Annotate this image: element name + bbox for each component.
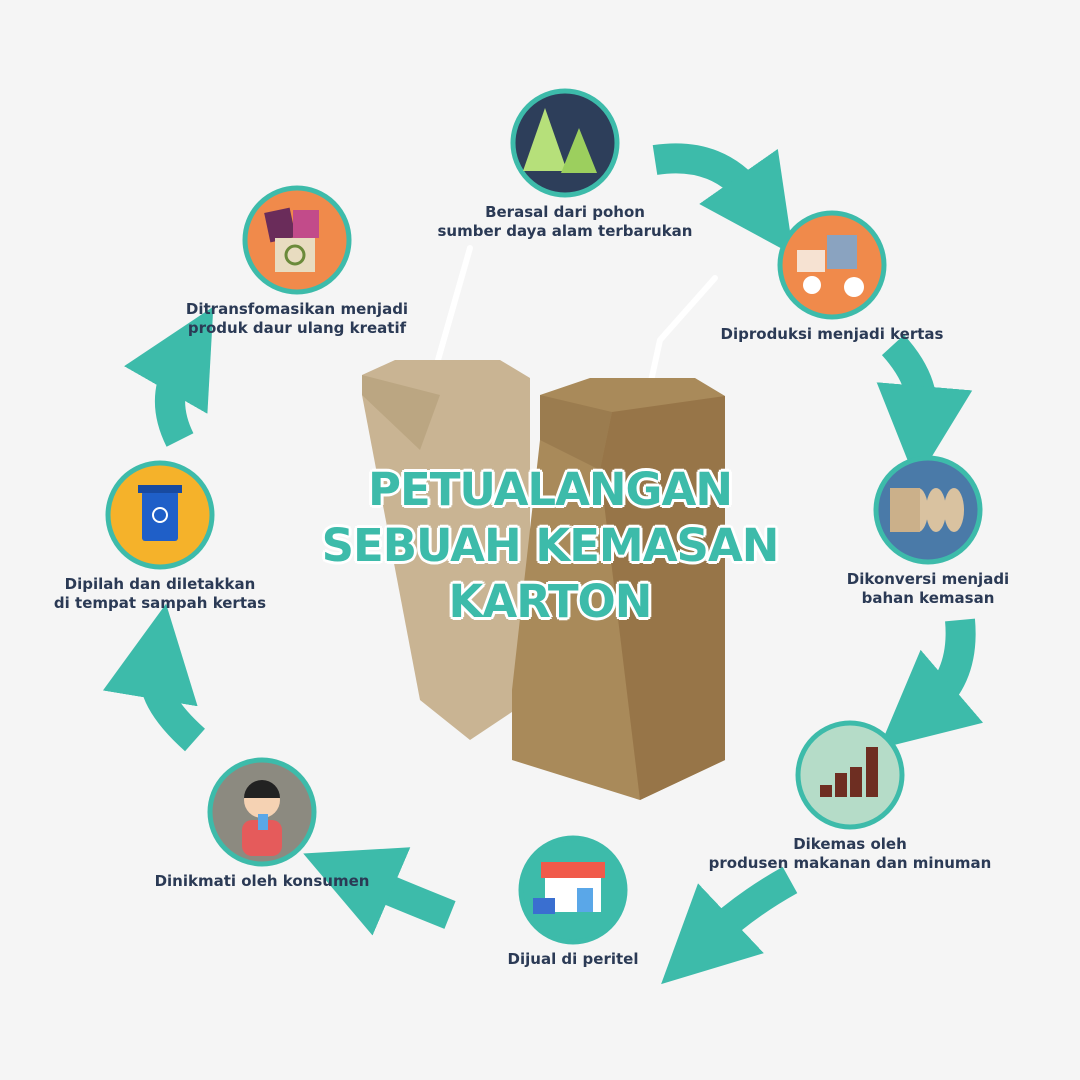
step-label: Diproduksi menjadi kertas — [682, 325, 982, 344]
page-title: PETUALANGAN SEBUAH KEMASAN KARTON — [290, 462, 810, 630]
step-1 — [510, 88, 620, 198]
step-label-line: Dikemas oleh — [793, 835, 907, 853]
step-label-line: produk daur ulang kreatif — [187, 319, 407, 337]
title-line-3: KARTON — [448, 575, 653, 628]
paper-rolls-icon — [890, 488, 964, 532]
title-line-2: SEBUAH KEMASAN — [321, 519, 780, 572]
step-4 — [795, 720, 905, 830]
cycle-arrow-icon — [303, 847, 456, 936]
step-circle — [510, 88, 620, 198]
recycling-bin-icon — [138, 485, 182, 541]
step-label-line: Dijual di peritel — [507, 950, 639, 968]
cycle-arrow-icon — [876, 334, 973, 482]
recycled-products-icon — [264, 207, 319, 272]
step-2 — [777, 210, 887, 320]
step-5 — [518, 835, 628, 945]
cycle-arrow-icon — [878, 618, 984, 749]
step-label-line: bahan kemasan — [861, 589, 995, 607]
step-label-line: sumber daya alam terbarukan — [437, 222, 693, 240]
cycle-arrow-icon — [652, 143, 794, 256]
step-label-line: Dikonversi menjadi — [846, 570, 1010, 588]
step-label-line: Diproduksi menjadi kertas — [720, 325, 944, 343]
title-line-1: PETUALANGAN — [368, 463, 733, 516]
step-label-line: Dinikmati oleh konsumen — [154, 872, 370, 890]
step-8 — [242, 185, 352, 295]
consumer-drinking-icon — [242, 780, 282, 856]
step-label: Dinikmati oleh konsumen — [112, 872, 412, 891]
step-3 — [873, 455, 983, 565]
paper-machine-icon — [797, 235, 864, 297]
step-label-line: Berasal dari pohon — [485, 203, 645, 221]
step-label-line: di tempat sampah kertas — [53, 594, 267, 612]
cycle-arrow-icon — [661, 866, 798, 985]
carton-illustration — [362, 245, 725, 800]
step-label-line: Ditransfomasikan menjadi — [185, 300, 409, 318]
step-label: Dijual di peritel — [423, 950, 723, 969]
cycle-arrow-icon — [124, 306, 214, 447]
store-icon — [533, 862, 605, 914]
step-label-line: Dipilah dan diletakkan — [64, 575, 256, 593]
step-label-line: produsen makanan dan minuman — [708, 854, 992, 872]
pine-trees-icon — [523, 108, 597, 173]
step-6 — [207, 757, 317, 867]
beverage-cartons-icon — [820, 747, 878, 797]
step-7 — [105, 460, 215, 570]
cycle-arrow-icon — [102, 603, 206, 752]
